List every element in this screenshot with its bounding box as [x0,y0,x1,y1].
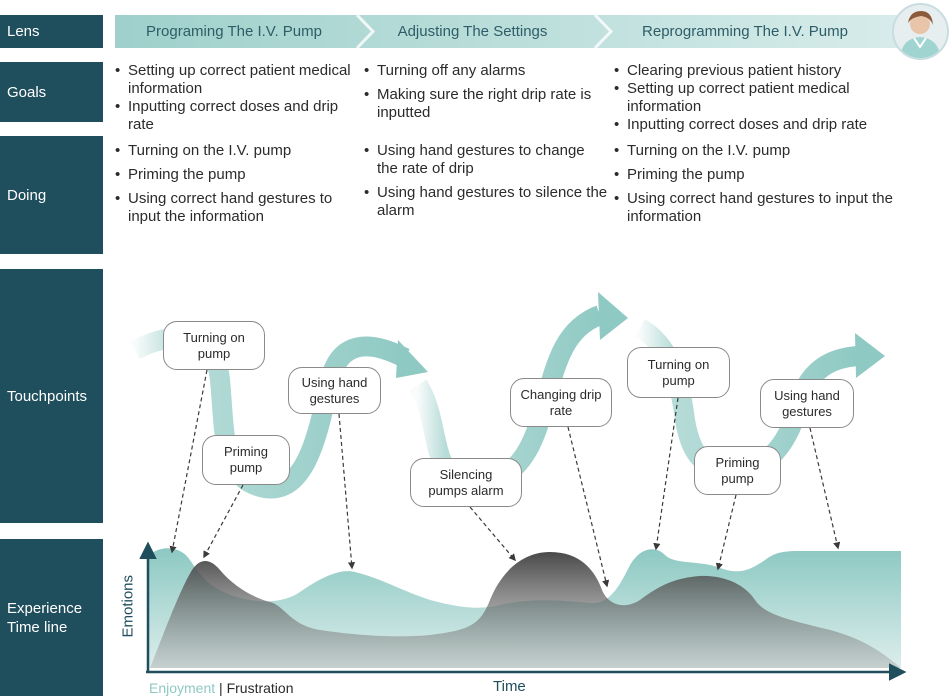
doing-item: Using correct hand gestures to input the… [115,190,355,226]
y-axis-label: Emotions [119,574,137,638]
touchpoint-using-hand-gestures-1: Using hand gestures [288,367,381,414]
touchpoint-silencing-pumps-alarm: Silencing pumps alarm [410,458,522,507]
goals-item: Making sure the right drip rate is input… [364,86,609,122]
legend: Enjoyment | Frustration [149,680,294,696]
goals-item: Turning off any alarms [364,62,609,80]
nurse-avatar-icon [892,3,949,60]
frustration-area [150,552,901,668]
goals-item: Setting up correct patient medical infor… [614,80,914,116]
connector-hand-gestures-1 [338,413,356,570]
doing-item: Using correct hand gestures to input the… [614,190,914,226]
legend-frustration: Frustration [226,680,294,696]
doing-item: Priming the pump [115,166,355,184]
touchpoint-priming-pump-2: Priming pump [694,446,781,495]
legend-enjoyment: Enjoyment [149,680,216,696]
goals-column-1: Setting up correct patient medical infor… [115,62,355,140]
doing-column-1: Turning on the I.V. pump Priming the pum… [115,142,355,232]
flow-arrowhead-1 [396,340,428,378]
doing-column-2: Using hand gestures to change the rate o… [364,142,609,226]
connector-turning-on-2 [653,397,679,551]
goals-item: Inputting correct doses and drip rate [614,116,914,134]
touchpoint-priming-pump-1: Priming pump [202,435,290,485]
row-label-doing: Doing [0,136,103,254]
doing-item: Using hand gestures to change the rate o… [364,142,609,178]
connector-silencing [469,506,516,562]
lens-adjusting: Adjusting The Settings [397,23,548,40]
row-label-goals: Goals [0,62,103,122]
doing-item: Priming the pump [614,166,914,184]
connector-changing-drip [567,426,610,588]
doing-item: Using hand gestures to silence the alarm [364,184,609,220]
legend-separator: | [215,680,227,696]
row-label-touchpoints: Touchpoints [0,269,103,523]
doing-item: Turning on the I.V. pump [115,142,355,160]
connector-hand-gestures-2 [809,427,841,550]
doing-column-3: Turning on the I.V. pump Priming the pum… [614,142,914,232]
row-label-experience: Experience Time line [0,539,103,696]
goals-column-2: Turning off any alarms Making sure the r… [364,62,609,128]
touchpoint-turning-on-pump-1: Turning on pump [163,321,265,370]
touchpoint-using-hand-gestures-2: Using hand gestures [760,379,854,428]
x-axis-label: Time [493,678,526,695]
goals-column-3: Clearing previous patient history Settin… [614,62,914,140]
connector-turning-on-1 [169,369,208,554]
touchpoint-turning-on-pump-2: Turning on pump [627,347,730,398]
connector-priming-2 [715,494,737,571]
lens-reprogramming: Reprogramming The I.V. Pump [642,23,848,40]
flow-arrowhead-3 [855,333,885,378]
goals-item: Clearing previous patient history [614,62,914,80]
flow-arrowhead-2 [598,292,628,340]
lens-chevron-bar [115,15,905,48]
goals-item: Setting up correct patient medical infor… [115,62,355,98]
connector-priming-1 [203,484,244,559]
goals-item: Inputting correct doses and drip rate [115,98,355,134]
row-label-lens: Lens [0,15,103,48]
doing-item: Turning on the I.V. pump [614,142,914,160]
lens-programming: Programing The I.V. Pump [146,23,322,40]
touchpoint-changing-drip-rate: Changing drip rate [510,378,612,427]
